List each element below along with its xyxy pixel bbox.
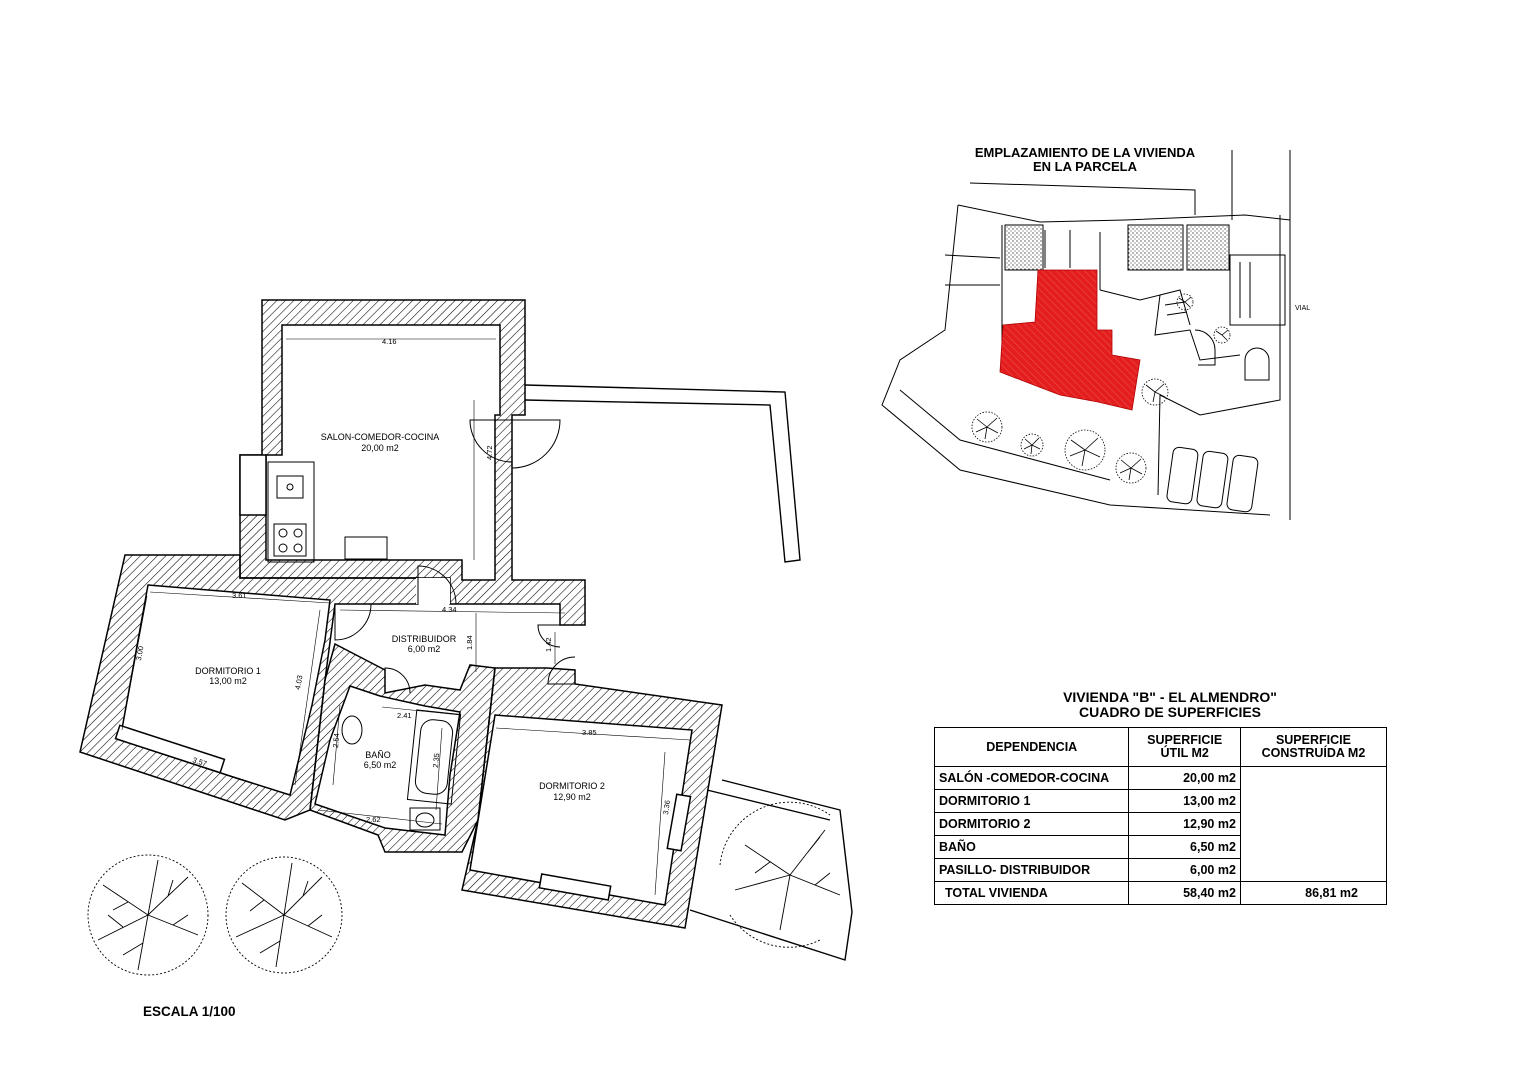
scale-label: ESCALA 1/100 <box>143 1004 236 1019</box>
table-row: SALÓN -COMEDOR-COCINA 20,00 m2 <box>933 766 1388 882</box>
table-header-row: DEPENDENCIA SUPERFICIE ÚTIL M2 SUPERFICI… <box>933 727 1388 767</box>
kitchen-fixtures <box>267 461 388 563</box>
table-row: DORMITORIO 1 13,00 m2 <box>933 789 1387 813</box>
cell-total-label: TOTAL VIVIENDA <box>933 881 1130 905</box>
road-label: VIAL <box>1295 305 1310 312</box>
cell-dependencia: BAÑO <box>933 835 1130 859</box>
cell-util: 12,90 m2 <box>1128 812 1241 836</box>
room-labels: SALON-COMEDOR-COCINA 20,00 m2 DISTRIBUID… <box>195 432 605 802</box>
tree-icon <box>225 856 343 974</box>
tree-icon <box>1115 452 1147 484</box>
site-plan <box>881 150 1291 520</box>
dimension-label: 3.57 <box>191 755 208 768</box>
cell-total-construida: 86,81 m2 <box>1239 881 1388 905</box>
dimension-label: 3.61 <box>232 591 247 600</box>
table-total-row: TOTAL VIVIENDA 58,40 m2 86,81 m2 <box>933 881 1388 905</box>
garden-bed <box>1127 224 1184 271</box>
cell-dependencia: PASILLO- DISTRIBUIDOR <box>933 858 1130 882</box>
dimension-label: 1.42 <box>544 637 553 652</box>
tree-symbols <box>87 801 841 976</box>
garden-bed <box>1004 224 1044 271</box>
cell-dependencia: DORMITORIO 1 <box>933 789 1130 813</box>
room-area-dormitorio-2: 12,90 m2 <box>553 792 591 802</box>
cell-util: 6,50 m2 <box>1128 835 1241 859</box>
header-construida-line-1: SUPERFICIE <box>1275 733 1351 747</box>
dimension-label: 3.00 <box>134 645 145 661</box>
bath-fixtures <box>341 709 462 831</box>
surface-table: DEPENDENCIA SUPERFICIE ÚTIL M2 SUPERFICI… <box>933 727 1388 905</box>
dimension-label: 2.62 <box>366 815 381 824</box>
dimension-label: 3.36 <box>661 800 672 816</box>
room-name-distribuidor: DISTRIBUIDOR <box>392 634 457 644</box>
dwelling-highlight <box>999 269 1141 411</box>
header-util: SUPERFICIE ÚTIL M2 <box>1128 727 1241 767</box>
floor-plan <box>79 299 723 929</box>
dimension-label: 2.54 <box>331 733 341 748</box>
header-util-line-2: ÚTIL M2 <box>1160 746 1209 760</box>
cell-dependencia: SALÓN -COMEDOR-COCINA <box>933 766 1130 790</box>
site-title-line-1: EMPLAZAMIENTO DE LA VIVIENDA <box>974 145 1196 160</box>
room-area-dormitorio-1: 13,00 m2 <box>209 676 247 686</box>
tree-icon <box>1141 378 1169 406</box>
cell-util: 20,00 m2 <box>1128 766 1241 790</box>
garden-bed <box>1186 224 1230 271</box>
cell-dependencia: DORMITORIO 2 <box>933 812 1130 836</box>
wall-dormitorio-2 <box>461 667 723 929</box>
tree-icon <box>1020 433 1044 457</box>
cell-construida-empty <box>1239 766 1388 882</box>
header-util-line-1: SUPERFICIE <box>1147 733 1223 747</box>
site-trees <box>971 293 1231 484</box>
dimension-label: 4.72 <box>485 445 494 460</box>
room-area-bano: 6,50 m2 <box>364 760 397 770</box>
cell-util: 13,00 m2 <box>1128 789 1241 813</box>
tree-icon <box>1064 429 1106 471</box>
header-construida: SUPERFICIE CONSTRUÍDA M2 <box>1239 727 1388 767</box>
tree-icon <box>1176 293 1194 311</box>
room-area-distribuidor: 6,00 m2 <box>408 644 441 654</box>
dimension-label: 1.84 <box>465 635 474 650</box>
dimension-label: 2.41 <box>397 711 412 720</box>
room-name-bano: BAÑO <box>365 750 391 760</box>
table-title-line-2: CUADRO DE SUPERFICIES <box>1078 704 1262 720</box>
cell-total-util: 58,40 m2 <box>1128 881 1241 905</box>
dimension-labels: 4.16 4.72 3.61 3.00 4.03 3.57 4.34 1.84 … <box>134 337 672 824</box>
tree-icon <box>719 801 841 948</box>
room-name-dormitorio-1: DORMITORIO 1 <box>195 666 261 676</box>
table-title-line-1: VIVIENDA "B" - EL ALMENDRO" <box>1063 689 1277 705</box>
room-area-salon: 20,00 m2 <box>361 443 399 453</box>
tree-icon <box>971 411 1003 443</box>
cell-util: 6,00 m2 <box>1128 858 1241 882</box>
room-name-salon: SALON-COMEDOR-COCINA <box>321 432 440 442</box>
dimension-lines <box>119 338 691 896</box>
tree-icon <box>1213 326 1231 344</box>
dimension-label: 3.85 <box>582 728 597 737</box>
doors <box>334 419 576 694</box>
site-title-line-2: EN LA PARCELA <box>1033 159 1137 174</box>
dimension-label: 4.16 <box>382 337 397 346</box>
header-dependencia: DEPENDENCIA <box>933 727 1130 767</box>
dimension-label: 2.35 <box>431 753 441 768</box>
header-construida-line-2: CONSTRUÍDA M2 <box>1261 746 1366 760</box>
dimension-label: 4.34 <box>442 605 457 614</box>
table-title: VIVIENDA "B" - EL ALMENDRO" CUADRO DE SU… <box>1000 690 1340 720</box>
tree-icon <box>87 854 209 976</box>
dimension-label: 4.03 <box>293 674 304 690</box>
site-plan-title: EMPLAZAMIENTO DE LA VIVIENDA EN LA PARCE… <box>930 146 1240 174</box>
room-name-dormitorio-2: DORMITORIO 2 <box>539 781 605 791</box>
